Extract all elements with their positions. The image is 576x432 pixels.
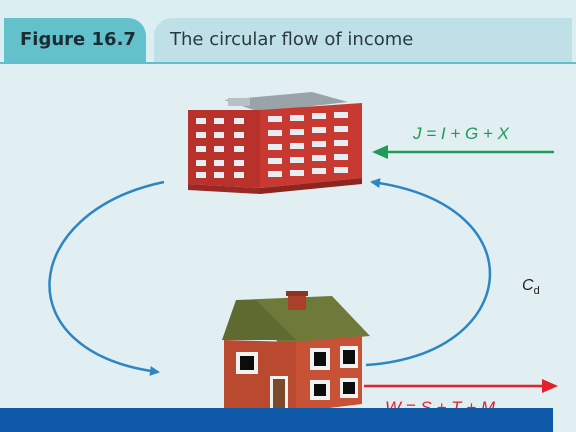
header-divider — [0, 62, 576, 64]
consumption-label: Cd — [522, 277, 540, 297]
brick-house-icon — [222, 291, 370, 408]
circular-flow-diagram: J = I + G + X Cd W = S + T + M — [48, 92, 558, 408]
consumption-subscript: d — [534, 285, 540, 297]
consumption-symbol: C — [522, 277, 534, 294]
withdrawals-arrow — [364, 379, 558, 393]
injections-arrow — [372, 145, 554, 159]
figure-title-tab: The circular flow of income — [154, 18, 572, 62]
building-windows — [196, 112, 348, 178]
bottom-banner — [0, 408, 553, 432]
figure-number-tab: Figure 16.7 — [4, 18, 146, 62]
injections-label: J = I + G + X — [412, 124, 510, 143]
office-building-icon — [188, 92, 362, 194]
consumption-flow-arrow-right — [365, 178, 491, 367]
figure-number: Figure 16.7 — [20, 29, 136, 50]
withdrawals-label: W = S + T + M — [385, 398, 496, 408]
income-flow-arrow-left — [48, 180, 165, 376]
figure-title: The circular flow of income — [170, 29, 414, 50]
